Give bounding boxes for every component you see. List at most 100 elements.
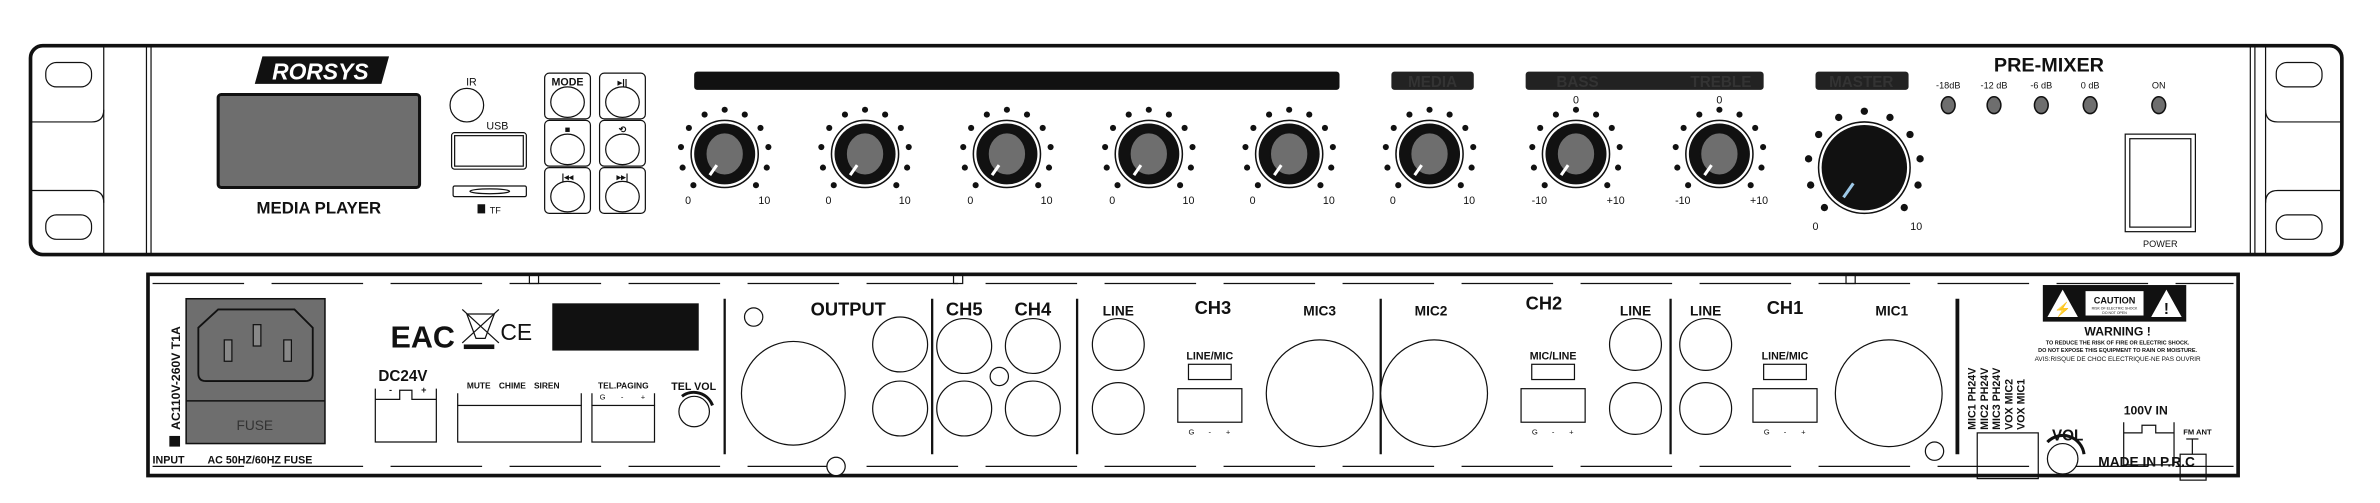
ch1-line-mic-switch[interactable] <box>1763 363 1807 381</box>
media-button-stop-icon[interactable]: ■ <box>544 119 592 167</box>
media-button-mode[interactable]: MODE <box>544 72 592 120</box>
scale-dot <box>1608 124 1615 132</box>
scale-dot <box>1541 182 1548 189</box>
power-label: POWER <box>2143 239 2178 249</box>
ch1-line-mic-terminal[interactable] <box>1752 388 1818 423</box>
ch1-line-jack[interactable] <box>1679 317 1733 372</box>
knob-min-label: 0 <box>1390 195 1396 207</box>
brand-logo-text: RORSYS <box>272 58 369 84</box>
scale-dot <box>763 164 770 171</box>
ch5-rca-jack[interactable] <box>936 380 993 437</box>
ch3-line-jack[interactable] <box>1091 317 1145 372</box>
tel-paging-terminal[interactable] <box>591 404 656 443</box>
previous-icon: |◂◂ <box>562 172 574 182</box>
media-button-repeat-icon[interactable]: ⟲ <box>598 119 646 167</box>
input-label: INPUT <box>153 454 185 466</box>
ch2-mic-line-label: MIC/LINE <box>1530 351 1577 363</box>
scale-dot <box>1674 164 1681 171</box>
100v-in-label: 100V IN <box>2124 404 2168 418</box>
knob-center-label: 0 <box>1573 95 1579 107</box>
scale-dot <box>701 111 708 118</box>
tf-card-slot[interactable] <box>452 185 527 198</box>
rear-panel: AC110V-260V T1A INPUT AC 50HZ/60HZ FUSE … <box>146 272 2240 481</box>
knob-bass[interactable]: -10+100 <box>1529 95 1625 208</box>
scale-dot <box>1616 143 1623 151</box>
media-button-play-pause-icon[interactable]: ▸|| <box>598 72 646 120</box>
ch4-rca-jack[interactable] <box>1004 317 1061 375</box>
scale-dot <box>961 164 968 171</box>
scale-dot <box>1035 182 1042 189</box>
terminal-label: + <box>1801 427 1806 436</box>
fuse-label[interactable]: FUSE <box>236 418 273 433</box>
knob-pointer <box>1842 182 1855 199</box>
ch3-label: CH3 <box>1195 297 1232 318</box>
bass-label: BASS <box>1556 74 1598 91</box>
ch1-line-label: LINE <box>1690 304 1721 319</box>
100v-in-terminal[interactable] <box>2123 422 2175 466</box>
ch3-line-mic-switch[interactable] <box>1187 363 1232 381</box>
power-switch[interactable] <box>2124 133 2197 233</box>
ch3-line-jack[interactable] <box>1091 381 1145 436</box>
ch3-line-mic-terminal[interactable] <box>1177 388 1243 423</box>
scale-dot <box>972 182 979 189</box>
vol-knob[interactable] <box>2046 442 2079 475</box>
knob-treble[interactable]: -10+100 <box>1672 95 1769 208</box>
mic1-xlr-jack[interactable] <box>1834 339 1943 448</box>
output-rca-jack[interactable] <box>872 316 929 373</box>
output-rca-jack[interactable] <box>872 380 929 437</box>
dip-label: MIC3 PH24V <box>1991 367 2003 430</box>
ch1-line-jack[interactable] <box>1679 381 1733 436</box>
scale-dot <box>1145 106 1152 113</box>
knob-min-label: 0 <box>825 195 831 207</box>
scale-dot <box>1242 143 1249 151</box>
ch4-rca-jack[interactable] <box>1004 380 1061 437</box>
media-button-previous-icon[interactable]: |◂◂ <box>544 167 592 215</box>
ch2-line-jack[interactable] <box>1608 317 1663 372</box>
scale-dot <box>1114 182 1121 189</box>
scale-dot <box>685 124 692 132</box>
caution-subtext: DO NOT OPEN <box>2102 311 2127 315</box>
iec-power-socket[interactable] <box>185 297 326 445</box>
scale-dot <box>1384 164 1391 171</box>
scale-dot <box>1254 182 1261 189</box>
mic2-xlr-jack[interactable] <box>1380 339 1489 448</box>
ch5-rca-jack[interactable] <box>936 317 993 375</box>
ch3-line-label: LINE <box>1103 304 1134 319</box>
knob-center-label: 0 <box>1716 95 1722 107</box>
media-label-bar <box>1391 71 1474 90</box>
usb-port[interactable] <box>450 131 527 170</box>
mic3-xlr-jack[interactable] <box>1265 339 1374 448</box>
tel-vol-knob[interactable] <box>678 395 711 428</box>
left-rack-ear <box>30 45 152 255</box>
knob-max-label: 10 <box>1041 195 1053 207</box>
knob-max-label: +10 <box>1607 195 1625 207</box>
brand-logo: RORSYS <box>254 56 390 84</box>
media-player-display <box>216 92 422 190</box>
control-terminal-block[interactable] <box>457 404 582 443</box>
ch2-line-jack[interactable] <box>1608 381 1663 436</box>
scale-dot <box>1189 143 1196 151</box>
knob-min-label: -10 <box>1675 195 1690 207</box>
dip-label: MIC2 PH24V <box>1979 367 1991 430</box>
ch2-mic-line-switch[interactable] <box>1531 363 1576 381</box>
usb-label: USB <box>486 121 508 133</box>
ch2-mic-line-terminal[interactable] <box>1520 388 1586 423</box>
scale-dot <box>1914 181 1922 189</box>
scale-dot <box>677 143 685 151</box>
scale-dot <box>1804 155 1813 163</box>
dip-switch-block[interactable] <box>1976 432 2039 480</box>
scale-dot <box>1045 164 1053 171</box>
media-button-next-icon[interactable]: ▸▸| <box>598 167 646 215</box>
scale-dot <box>1181 124 1188 132</box>
scale-dot <box>1406 111 1413 118</box>
fm-antenna-jack[interactable] <box>2179 453 2207 481</box>
output-xlr-jack[interactable] <box>740 340 846 446</box>
scale-dot <box>1390 124 1397 132</box>
